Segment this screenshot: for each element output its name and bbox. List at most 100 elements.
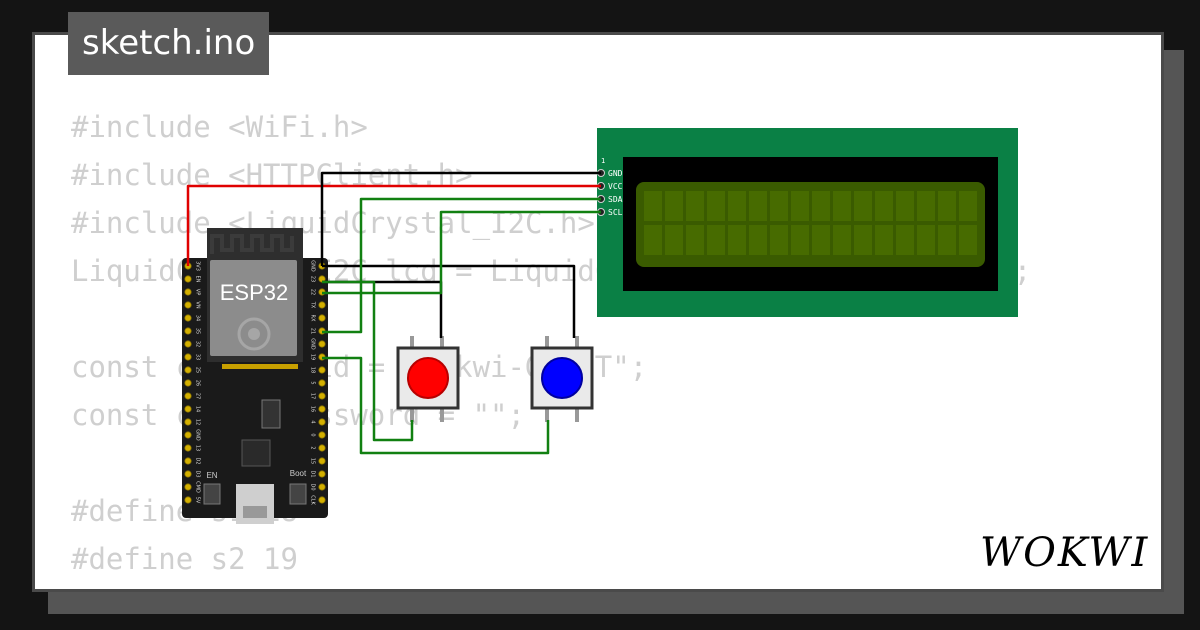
lcd-pin-one-label: 1 bbox=[601, 157, 605, 165]
esp32-pin-label: D2 bbox=[195, 457, 201, 464]
lcd-char-cell bbox=[686, 191, 704, 221]
wire-s2-blue-button[interactable] bbox=[322, 356, 550, 455]
esp32-pin-right-clk[interactable] bbox=[318, 496, 326, 504]
esp32-pin-left-5v[interactable] bbox=[184, 496, 192, 504]
esp32-pin-right-rx[interactable] bbox=[318, 314, 326, 322]
esp32-pin-left-en[interactable] bbox=[184, 275, 192, 283]
boot-label: Boot bbox=[290, 469, 307, 478]
lcd-char-cell bbox=[791, 191, 809, 221]
wire-scl[interactable] bbox=[322, 210, 601, 295]
esp32-pin-label: 12 bbox=[195, 419, 201, 425]
lcd-char-cell bbox=[938, 191, 956, 221]
lcd-char-cell bbox=[686, 225, 704, 255]
wire-sda[interactable] bbox=[322, 197, 601, 334]
esp32-pin-right-15[interactable] bbox=[318, 457, 326, 465]
blue-pushbutton[interactable] bbox=[530, 336, 594, 422]
esp32-pin-label: 25 bbox=[195, 367, 201, 373]
esp32-pin-right-0[interactable] bbox=[318, 431, 326, 439]
lcd-char-cell bbox=[875, 225, 893, 255]
lcd-char-cell bbox=[938, 225, 956, 255]
lcd-char-cell bbox=[707, 225, 725, 255]
esp32-pin-left-27[interactable] bbox=[184, 392, 192, 400]
esp32-label: ESP32 bbox=[220, 280, 289, 305]
esp32-pin-right-17[interactable] bbox=[318, 392, 326, 400]
esp32-pin-left-13[interactable] bbox=[184, 444, 192, 452]
esp32-pin-label: 17 bbox=[310, 393, 316, 399]
esp32-pin-right-d0[interactable] bbox=[318, 483, 326, 491]
lcd-char-cell bbox=[770, 191, 788, 221]
esp32-pin-right-4[interactable] bbox=[318, 418, 326, 426]
wire-gnd[interactable] bbox=[320, 171, 601, 266]
red-pushbutton[interactable] bbox=[396, 336, 460, 422]
esp32-pin-left-14[interactable] bbox=[184, 405, 192, 413]
lcd-char-cell bbox=[854, 191, 872, 221]
esp32-pin-left-12[interactable] bbox=[184, 418, 192, 426]
esp32-pin-left-vn[interactable] bbox=[184, 301, 192, 309]
esp32-pin-left-gnd[interactable] bbox=[184, 431, 192, 439]
file-tab[interactable]: sketch.ino bbox=[68, 12, 270, 75]
lcd-char-cell bbox=[833, 191, 851, 221]
esp32-pin-label: 34 bbox=[195, 315, 201, 321]
code-line: #define s2 19 bbox=[71, 542, 298, 576]
esp32-pin-right-2[interactable] bbox=[318, 444, 326, 452]
esp32-pin-label: 13 bbox=[195, 445, 201, 451]
wire-s1-red-button[interactable] bbox=[322, 280, 414, 442]
esp32-pin-left-d2[interactable] bbox=[184, 457, 192, 465]
lcd-char-cell bbox=[833, 225, 851, 255]
lcd-char-cell bbox=[728, 225, 746, 255]
esp32-pin-right-18[interactable] bbox=[318, 366, 326, 374]
esp32-pin-label: 33 bbox=[195, 354, 201, 360]
module-pads bbox=[222, 364, 298, 369]
lcd-char-cell bbox=[917, 225, 935, 255]
esp32-pin-left-35[interactable] bbox=[184, 327, 192, 335]
esp32-pin-label: GND bbox=[310, 338, 316, 350]
lcd-pin-label: SCL bbox=[608, 208, 623, 217]
wokwi-logo-text: WOKWI bbox=[980, 530, 1149, 576]
red-button-cap[interactable] bbox=[407, 357, 449, 399]
esp32-pin-left-25[interactable] bbox=[184, 366, 192, 374]
antenna-trace bbox=[210, 234, 294, 254]
esp32-pin-right-tx[interactable] bbox=[318, 301, 326, 309]
esp32-pin-label: CLK bbox=[310, 495, 316, 505]
lcd-char-cell bbox=[770, 225, 788, 255]
esp32-pin-left-d3[interactable] bbox=[184, 470, 192, 478]
esp32-pin-label: 0 bbox=[310, 433, 316, 436]
wire-gnd-red-button[interactable] bbox=[322, 280, 443, 338]
lcd-cell-grid bbox=[644, 191, 977, 255]
wire-vcc[interactable] bbox=[186, 184, 601, 266]
esp32-pin-label: 18 bbox=[310, 367, 316, 373]
esp32-pin-right-5[interactable] bbox=[318, 379, 326, 387]
esp32-pin-left-33[interactable] bbox=[184, 353, 192, 361]
esp32-pin-right-d1[interactable] bbox=[318, 470, 326, 478]
button-leg bbox=[440, 408, 444, 422]
lcd-char-cell bbox=[644, 225, 662, 255]
esp32-pin-headers: 3V3ENVPVN343532332526271412GND13D2D3CMD5… bbox=[184, 260, 326, 505]
esp32-board[interactable]: ESP32 EN Boot 3V3ENVPVN34353233252627141… bbox=[182, 228, 328, 524]
esp32-pin-right-gnd[interactable] bbox=[318, 340, 326, 348]
esp32-pin-label: 4 bbox=[310, 420, 316, 423]
esp32-pin-left-26[interactable] bbox=[184, 379, 192, 387]
esp32-pin-left-vp[interactable] bbox=[184, 288, 192, 296]
esp32-pin-right-16[interactable] bbox=[318, 405, 326, 413]
esp32-pin-left-34[interactable] bbox=[184, 314, 192, 322]
esp32-pin-label: EN bbox=[195, 276, 201, 283]
esp32-pin-label: VN bbox=[195, 301, 201, 308]
en-label: EN bbox=[206, 471, 217, 480]
lcd-char-cell bbox=[875, 191, 893, 221]
blue-button-cap[interactable] bbox=[541, 357, 583, 399]
esp32-pin-label: GND bbox=[195, 429, 201, 441]
esp32-pin-label: 5V bbox=[195, 497, 201, 504]
lcd-char-cell bbox=[728, 191, 746, 221]
wires bbox=[186, 171, 601, 455]
esp32-pin-left-cmd[interactable] bbox=[184, 483, 192, 491]
button-leg bbox=[410, 336, 414, 350]
esp32-pin-left-32[interactable] bbox=[184, 340, 192, 348]
espressif-logo-dot bbox=[248, 328, 260, 340]
boot-button[interactable] bbox=[289, 483, 307, 505]
lcd-char-cell bbox=[665, 191, 683, 221]
wire-gnd-blue-button[interactable] bbox=[322, 264, 576, 338]
wokwi-logo[interactable]: WOKWI bbox=[976, 524, 1156, 580]
en-button[interactable] bbox=[203, 483, 221, 505]
